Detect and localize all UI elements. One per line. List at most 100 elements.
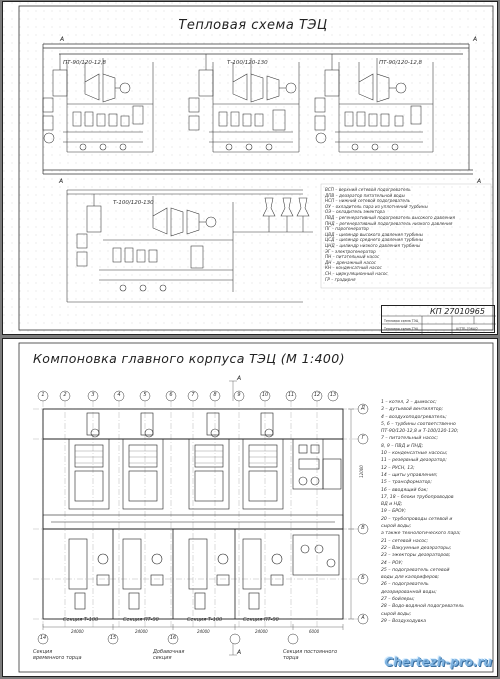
unit-2-scheme	[188, 54, 300, 153]
line-letter-1: А	[60, 36, 65, 43]
row-letter: Г	[361, 435, 365, 441]
row-letter: А	[361, 615, 365, 621]
bottom-label: Добавочная секция	[153, 649, 185, 661]
turbine-units	[68, 534, 340, 610]
legend-item: ДПВ – деаэратор питательной воды	[325, 192, 405, 198]
legend-item: 3 – дутьевой вентилятор;	[381, 407, 444, 413]
dimension: 12000	[358, 465, 364, 478]
legend-item: ВД и НД;	[381, 502, 403, 508]
dimension: 24000	[255, 629, 268, 634]
legend-item: ЦСД – цилиндр среднего давления турбины	[325, 237, 424, 243]
axis-number: 9	[237, 392, 241, 398]
legend-item: сырой воды;	[381, 524, 412, 530]
unit-label-4: Т-100/120-130	[113, 200, 154, 206]
layout-drawing	[18, 342, 494, 673]
drawing-code: КП 27010965	[430, 307, 485, 316]
layout-sheet: Компоновка главного корпуса ТЭЦ (М 1:400…	[2, 338, 498, 677]
legend-item: ЦНД – цилиндр низкого давления турбины	[325, 242, 421, 248]
section-arrow-letter: А	[237, 375, 242, 382]
axis-number: 16	[169, 635, 177, 641]
legend-item: сырой воды;	[381, 611, 412, 617]
axis-number: 6	[169, 392, 173, 398]
stamp-row-2: Тепловая схема ТЭЦ	[384, 327, 419, 331]
dimension: 6000	[309, 629, 320, 634]
legend-item: ГР – градирня	[325, 276, 356, 282]
bottom-label: Секция постоянного торца	[283, 649, 338, 661]
bottom-label: Секция временного торца	[33, 649, 82, 661]
legend-item: 8, 9 – ПВД и ПНД;	[381, 443, 424, 449]
axis-number: 11	[287, 392, 295, 398]
thermal-scheme-title: Тепловая схема ТЭЦ	[178, 18, 328, 33]
legend-item: 26 – подогреватель	[381, 582, 429, 588]
axis-number: 15	[109, 635, 117, 641]
legend-item: 19 – БРОУ;	[381, 509, 406, 515]
legend-item: ОЭ – охладитель эжектора	[325, 209, 385, 215]
axis-number: 2	[63, 392, 67, 398]
dimension: 24000	[135, 629, 148, 634]
line-letter-2: А	[473, 36, 478, 43]
dimension: 24000	[71, 629, 84, 634]
legend-item: ПГ – парогенератор	[325, 226, 369, 232]
axis-number: 13	[329, 392, 337, 398]
axis-number: 12	[313, 392, 321, 398]
legend-item: 5, 6 – турбины соответственно	[381, 421, 456, 427]
legend-item: 20 – трубопроводы сетевой и	[381, 516, 453, 522]
line-letter-4: А	[477, 178, 482, 185]
legend-item: ОУ – охладитель пара из уплотнений турби…	[325, 203, 428, 209]
legend-item: 29 – Воздуходувка	[381, 618, 427, 624]
legend-item: 12 – РУСН, 13;	[381, 465, 415, 471]
axis-number: 1	[41, 392, 45, 398]
title-block-grid	[382, 315, 496, 334]
legend-item: СН – циркуляционный насос	[325, 270, 388, 276]
legend-item: 28 – Водо-водяной подогреватель	[381, 604, 465, 610]
axis-number: 7	[191, 392, 195, 398]
section-label: Секция Т-100	[187, 617, 223, 623]
legend-item: 25 – подогреватель сетевой	[381, 567, 450, 573]
legend-item: 21 – сетевой насос;	[381, 538, 429, 544]
legend-item: НСП – нижний сетевой подогреватель	[325, 198, 411, 204]
legend-item: 15 – трансформатор;	[381, 480, 432, 486]
boiler-units	[68, 412, 284, 510]
section-arrow-letter: А	[237, 649, 242, 656]
legend-item: 16 – вводящий бак;	[381, 487, 428, 493]
legend-item: 17, 18 – блоки трубопроводов	[381, 494, 454, 500]
unit-label-2: Т-100/120-130	[227, 60, 268, 66]
legend-item: 22 – Вакуумные деаэраторы;	[381, 545, 452, 551]
legend-item: 1 – котел, 2 – дымосос;	[381, 400, 437, 405]
axis-number: 10	[261, 392, 269, 398]
dimension: 24000	[197, 629, 210, 634]
legend-item: 27 – бойлеры;	[381, 597, 415, 603]
axis-number: 4	[117, 392, 121, 398]
legend-item: 24 – РОУ;	[381, 560, 403, 566]
layout-legend: 1 – котел, 2 – дымосос; 3 – дутьевой вен…	[381, 399, 496, 625]
stamp-row-1: Тепловая схема ТЭЦ	[384, 319, 419, 323]
section-label: Секция ПТ-90	[123, 617, 159, 623]
title-block: КП 27010965 Тепловая схема ТЭЦ Тепловая …	[381, 305, 496, 334]
legend-item: КН – конденсатный насос	[325, 265, 382, 271]
legend-item: ПНД – регенеративный подогреватель низко…	[325, 220, 453, 226]
legend-item: ВСП – верхний сетевой подогреватель	[325, 187, 411, 192]
legend-item: воды для калориферов;	[381, 575, 440, 581]
axis-number: 5	[143, 392, 147, 398]
legend-item: 14 – щиты управления;	[381, 472, 438, 478]
row-letter: Д	[361, 405, 365, 411]
legend-item: 4 – воздухоподогреватель;	[381, 414, 447, 420]
unit-1-scheme	[42, 54, 154, 153]
legend-item: 10 – конденсатные насосы;	[381, 451, 448, 457]
section-label: Секция Т-100	[63, 617, 99, 623]
legend-item: ПВД – регенеративный подогреватель высок…	[325, 214, 456, 220]
site-watermark: Chertezh-pro.ru	[384, 655, 492, 669]
legend-item: а также технологического пара;	[381, 531, 461, 537]
axis-number: 8	[213, 392, 217, 398]
legend-item: ПН – питательный насос	[325, 254, 380, 260]
axis-number: 14	[39, 635, 47, 641]
unit-4-scheme	[66, 189, 313, 303]
line-letter-3: А	[59, 178, 64, 185]
thermal-scheme-drawing	[3, 2, 497, 334]
top-axis-markers	[37, 390, 339, 402]
legend-item: 11 – резервный деаэратор;	[381, 458, 447, 464]
layout-title: Компоновка главного корпуса ТЭЦ (М 1:400…	[33, 351, 345, 366]
unit-label-1: ПТ-90/120-12,8	[63, 60, 107, 66]
legend-item: 23 – эжекторы деаэраторов;	[381, 553, 451, 559]
thermal-scheme-sheet: Тепловая схема ТЭЦ ПТ-90/120-12,8 Т-100/…	[2, 1, 498, 335]
